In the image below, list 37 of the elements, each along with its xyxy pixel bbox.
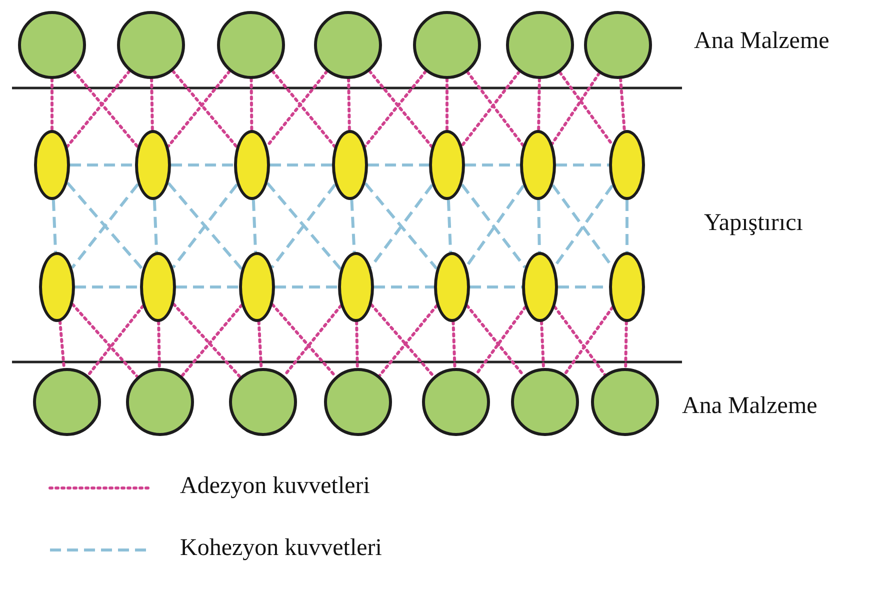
cohesion-line	[537, 200, 541, 252]
legend-text: Adezyon kuvvetleri	[180, 473, 370, 500]
adhesion-line	[619, 77, 626, 132]
cohesion-line	[171, 164, 234, 166]
cohesion-line	[446, 200, 452, 252]
adhesion-line	[624, 320, 628, 370]
layer-label: Yapıştırıcı	[704, 210, 803, 236]
cohesion-line	[252, 200, 258, 252]
adhesion-line	[540, 320, 546, 370]
legend-text: Kohezyon kuvvetleri	[180, 535, 382, 562]
adhesion-line	[250, 78, 254, 132]
cohesion-line	[176, 286, 239, 288]
cohesion-line	[70, 164, 135, 166]
cohesion-line	[374, 286, 434, 288]
cohesion-line	[470, 286, 522, 288]
cohesion-line	[52, 200, 58, 252]
adhesion-line	[452, 320, 456, 370]
adhesion-line	[150, 78, 154, 132]
cohesion-line	[556, 164, 609, 166]
adhesion-line	[50, 78, 54, 132]
layer-label: Ana Malzeme	[682, 393, 818, 420]
adhesion-line	[347, 78, 351, 132]
cohesion-line	[368, 164, 429, 166]
adhesion-line	[355, 320, 359, 370]
cohesion-line	[465, 164, 520, 166]
cohesion-line	[350, 200, 356, 252]
adhesion-line	[537, 78, 541, 132]
adhesion-line	[257, 320, 263, 370]
cohesion-line	[75, 286, 140, 288]
layer-label: Ana Malzeme	[694, 28, 830, 54]
cohesion-line	[152, 200, 158, 252]
adhesion-line	[58, 320, 66, 370]
cohesion-line	[626, 200, 628, 252]
cohesion-line	[275, 286, 338, 288]
adhesion-line	[446, 78, 448, 132]
adhesion-line	[157, 320, 161, 370]
cohesion-line	[270, 164, 332, 166]
